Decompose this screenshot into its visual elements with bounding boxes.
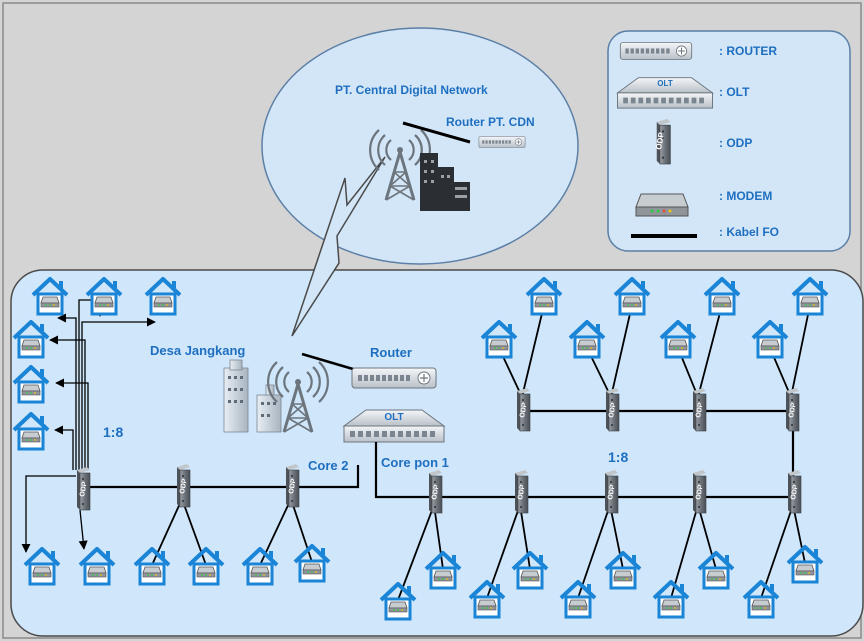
odp-icon-label: ODP <box>517 484 527 500</box>
odp-icon-label: ODP <box>288 478 298 494</box>
split-ratio-left-label: 1:8 <box>103 424 123 440</box>
legend-olt-icon-text: OLT <box>657 79 673 88</box>
village-buildings-icon <box>223 359 282 433</box>
legend-olt-label: : OLT <box>719 85 750 99</box>
village-router-label: Router <box>370 345 412 360</box>
drop-cable <box>760 504 794 599</box>
odp-icon: ODP <box>604 469 619 514</box>
odp-icon-label: ODP <box>790 484 800 500</box>
legend-fiber-label: : Kabel FO <box>719 225 779 239</box>
odp-icon: ODP <box>514 469 529 514</box>
odp-icon: ODP <box>692 469 707 514</box>
drop-cable <box>519 504 531 570</box>
drop-cable <box>486 504 521 599</box>
odp-icon-label: ODP <box>519 402 529 418</box>
drop-cable-arrow <box>49 335 86 470</box>
odp-icon-label: ODP <box>608 402 618 418</box>
odp-icon-label: ODP <box>788 402 798 418</box>
drop-cable <box>790 304 811 398</box>
odp-icon: ODP <box>785 387 800 432</box>
odp-icon: ODP <box>516 387 531 432</box>
hq-link-cable <box>402 121 471 144</box>
drop-cable <box>610 304 633 398</box>
village-name-label: Desa Jangkang <box>150 343 245 358</box>
odp-icon: ODP <box>605 387 620 432</box>
corepon1-label: Core pon 1 <box>381 455 449 470</box>
drop-cable <box>697 304 723 398</box>
drop-cable <box>577 504 611 599</box>
legend-odp-icon-text: ODP <box>654 131 666 150</box>
hq-buildings-icon <box>420 153 470 211</box>
odp-icon-label: ODP <box>607 484 617 500</box>
split-ratio-right-label: 1:8 <box>608 449 628 465</box>
drop-cable-arrow <box>81 317 156 470</box>
fiber-cable <box>82 465 360 489</box>
odp-group: ODP ODP ODP ODP ODP ODP ODP ODP ODP ODP ODP ODP <box>76 387 802 514</box>
hq-router-icon <box>478 136 526 148</box>
drop-cable-arrow <box>55 378 89 470</box>
odp-icon: ODP <box>787 469 802 514</box>
drop-cable-arrow <box>57 313 77 470</box>
legend-router-label: : ROUTER <box>719 44 777 58</box>
drop-cable-arrow <box>54 425 74 470</box>
drop-cable <box>397 504 435 601</box>
drop-cable <box>609 504 624 570</box>
odp-icon: ODP <box>285 463 300 508</box>
drop-cable <box>521 304 545 398</box>
hq-router-label: Router PT. CDN <box>446 115 535 129</box>
wireless-link-icon <box>291 156 386 337</box>
village-router-icon <box>351 367 437 389</box>
drop-cable <box>433 504 444 570</box>
core2-label: Core 2 <box>308 458 348 473</box>
fiber-cable <box>374 442 793 499</box>
odp-icon-label: ODP <box>431 484 441 500</box>
odp-icon: ODP <box>428 469 443 514</box>
odp-icon-label: ODP <box>695 402 705 418</box>
odp-icon: ODP <box>176 463 191 508</box>
legend-router-icon <box>619 41 693 61</box>
odp-icon-label: ODP <box>79 481 89 497</box>
drop-cable <box>670 504 699 599</box>
odp-icon-label: ODP <box>179 478 189 494</box>
legend-modem-label: : MODEM <box>719 189 772 203</box>
drop-cable <box>792 504 806 564</box>
drop-cable-arrow <box>78 509 88 550</box>
odp-icon: ODP <box>692 387 707 432</box>
legend-modem-icon <box>635 193 689 217</box>
village-olt-label: OLT <box>384 412 403 423</box>
odp-icon: ODP <box>76 466 91 511</box>
legend-odp-label: : ODP <box>719 136 752 150</box>
village-zone <box>10 269 864 637</box>
drop-cable-arrow <box>21 475 76 553</box>
hq-company-label: PT. Central Digital Network <box>335 83 488 97</box>
odp-icon-label: ODP <box>695 484 705 500</box>
headquarters-zone <box>261 27 579 265</box>
